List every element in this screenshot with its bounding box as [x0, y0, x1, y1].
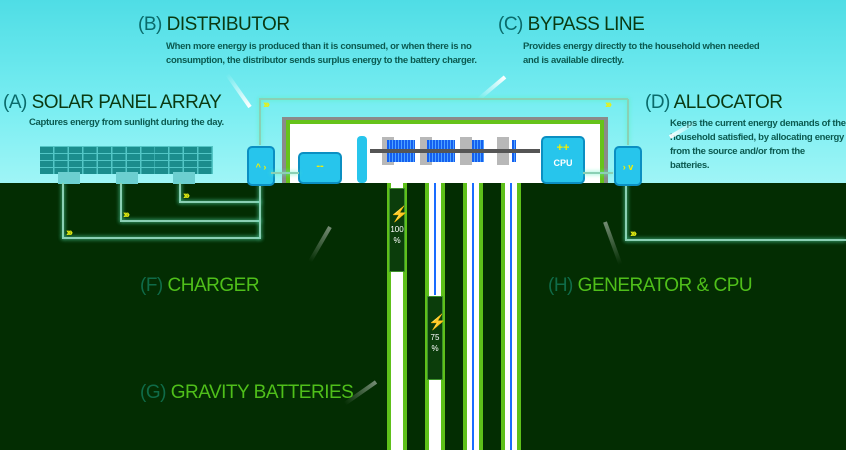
bypass-title: (C) BYPASS LINE	[498, 14, 645, 36]
gravity-well-3	[463, 183, 483, 450]
solar-panel	[155, 146, 213, 174]
bypass-line	[259, 98, 628, 100]
flow-chevrons: ›››	[605, 99, 612, 111]
feed-line	[62, 183, 64, 238]
solar-panel	[98, 146, 156, 174]
ground-background	[0, 183, 846, 450]
solar-title: (A) SOLAR PANEL ARRAY	[3, 92, 222, 114]
bypass-description: Provides energy directly to the househol…	[523, 40, 760, 68]
feed-line	[62, 237, 261, 239]
solar-panel	[40, 146, 98, 174]
feed-line	[179, 201, 261, 203]
shaft-coupling	[357, 136, 367, 183]
solar-panel-stand	[173, 172, 195, 184]
gravity-letter: (G)	[140, 382, 166, 403]
bypass-desc-line-2: and is available directly.	[523, 55, 624, 66]
allocator-desc-line-3: from the source and/or from the batterie…	[670, 146, 805, 171]
rope	[472, 183, 474, 450]
bypass-desc-line-1: Provides energy directly to the househol…	[523, 41, 760, 52]
feed-line	[259, 183, 261, 239]
allocator-desc-line-2: household satisfied, by allocating energ…	[670, 132, 845, 143]
battery-1-unit: %	[393, 236, 401, 245]
distributor-title: (B) DISTRIBUTOR	[138, 14, 290, 36]
output-line	[625, 239, 846, 241]
cpu-connector	[583, 172, 613, 174]
battery-weight-1: ⚡ 100%	[389, 188, 409, 272]
feed-line	[120, 183, 122, 221]
distributor-name: DISTRIBUTOR	[166, 14, 290, 35]
feed-line	[120, 220, 261, 222]
generator-name: GENERATOR & CPU	[577, 275, 753, 296]
flow-chevrons: ›››	[66, 227, 73, 239]
allocator-title: (D) ALLOCATOR	[645, 92, 783, 114]
allocator-letter: (D)	[645, 92, 670, 113]
generator-letter: (H)	[548, 275, 573, 296]
solar-description: Captures energy from sunlight during the…	[29, 117, 224, 128]
distributor-device[interactable]: ^ ›	[247, 146, 275, 186]
solar-panel-stand	[116, 172, 138, 184]
bypass-line	[627, 99, 629, 145]
bolt-icon: ⚡	[428, 314, 447, 331]
bypass-line	[259, 99, 261, 145]
gravity-well-4	[501, 183, 521, 450]
bypass-name: BYPASS LINE	[527, 14, 645, 35]
solar-letter: (A)	[3, 92, 27, 113]
distributor-desc-line-2: consumption, the distributor sends surpl…	[166, 55, 477, 66]
rope	[510, 183, 512, 450]
solar-panel-stand	[58, 172, 80, 184]
flow-chevrons: ›››	[263, 99, 270, 111]
charger-name: CHARGER	[167, 275, 260, 296]
distributor-letter: (B)	[138, 14, 162, 35]
flow-chevrons: ›››	[630, 228, 637, 240]
cpu-label: CPU	[553, 158, 573, 168]
generator-shaft	[370, 149, 540, 153]
allocator-device[interactable]: › v	[614, 146, 642, 186]
flow-chevrons: ›››	[183, 190, 190, 202]
gravity-name: GRAVITY BATTERIES	[170, 382, 354, 403]
rope	[434, 183, 436, 295]
battery-1-value: 100	[390, 225, 404, 234]
distributor-description: When more energy is produced than it is …	[166, 40, 477, 68]
bypass-letter: (C)	[498, 14, 523, 35]
feed-line	[179, 183, 181, 202]
charger-label: --	[316, 160, 324, 172]
charger-connector	[271, 172, 299, 174]
allocator-description: Keeps the current energy demands of the h…	[670, 117, 846, 173]
generator-title: (H) GENERATOR & CPU	[548, 275, 753, 297]
cpu-top-label: ++	[556, 142, 570, 154]
charger-title: (F) CHARGER	[140, 275, 260, 297]
battery-weight-2: ⚡ 75%	[427, 296, 447, 380]
gravity-title: (G) GRAVITY BATTERIES	[140, 382, 354, 404]
output-line	[625, 183, 627, 240]
flow-chevrons: ›››	[123, 209, 130, 221]
distributor-desc-line-1: When more energy is produced than it is …	[166, 41, 472, 52]
allocator-name: ALLOCATOR	[673, 92, 783, 113]
charger-letter: (F)	[140, 275, 163, 296]
charger-device[interactable]: --	[298, 152, 342, 184]
battery-2-value: 75	[430, 333, 440, 342]
allocator-desc-line-1: Keeps the current energy demands of the	[670, 118, 846, 129]
bolt-icon: ⚡	[390, 206, 409, 223]
solar-name: SOLAR PANEL ARRAY	[31, 92, 222, 113]
battery-2-unit: %	[431, 344, 439, 353]
cpu-device[interactable]: ++ CPU	[541, 136, 585, 184]
